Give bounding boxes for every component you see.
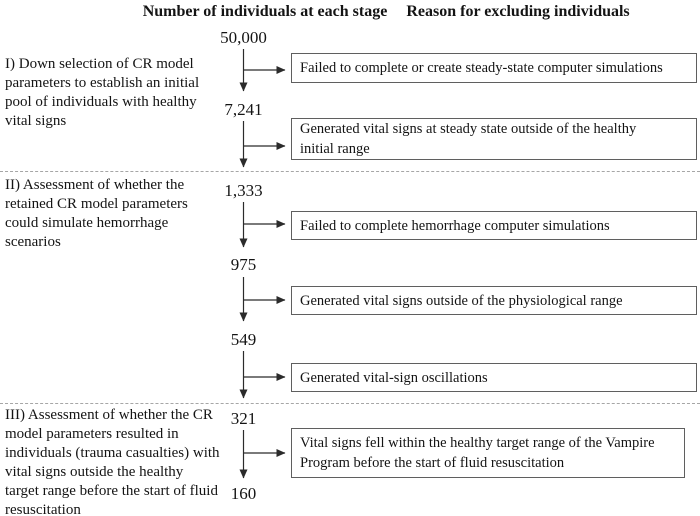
stage-description-2: II) Assessment of whether the retained C… <box>5 177 188 250</box>
exclusion-reason-box: Vital signs fell within the healthy targ… <box>291 428 685 478</box>
column-header-stage-counts: Number of individuals at each stage <box>142 3 388 20</box>
exclusion-reason-box: Failed to complete hemorrhage computer s… <box>291 211 697 240</box>
arrow-elbow-4 <box>239 277 286 322</box>
stage-description-3: III) Assessment of whether the CR model … <box>5 407 220 516</box>
column-header-exclusion-reasons: Reason for excluding individuals <box>406 3 630 20</box>
exclusion-reason-box: Failed to complete or create steady-stat… <box>291 53 697 83</box>
stage-description-1: I) Down selection of CR model parameters… <box>5 56 200 129</box>
stage-count: 321 <box>230 409 257 428</box>
exclusion-reason-box: Generated vital signs outside of the phy… <box>291 286 697 315</box>
arrow-elbow-5 <box>239 351 286 399</box>
section-divider <box>0 403 700 404</box>
stage-count: 1,333 <box>224 181 263 200</box>
stage-count: 975 <box>230 255 257 274</box>
stage-count: 549 <box>230 330 257 349</box>
stage-count: 50,000 <box>220 28 267 47</box>
stage-count: 160 <box>230 484 257 503</box>
exclusion-reason-box: Generated vital-sign oscillations <box>291 363 697 392</box>
stage-count: 7,241 <box>224 100 263 119</box>
section-divider <box>0 171 700 172</box>
exclusion-reason-box: Generated vital signs at steady state ou… <box>291 118 697 160</box>
